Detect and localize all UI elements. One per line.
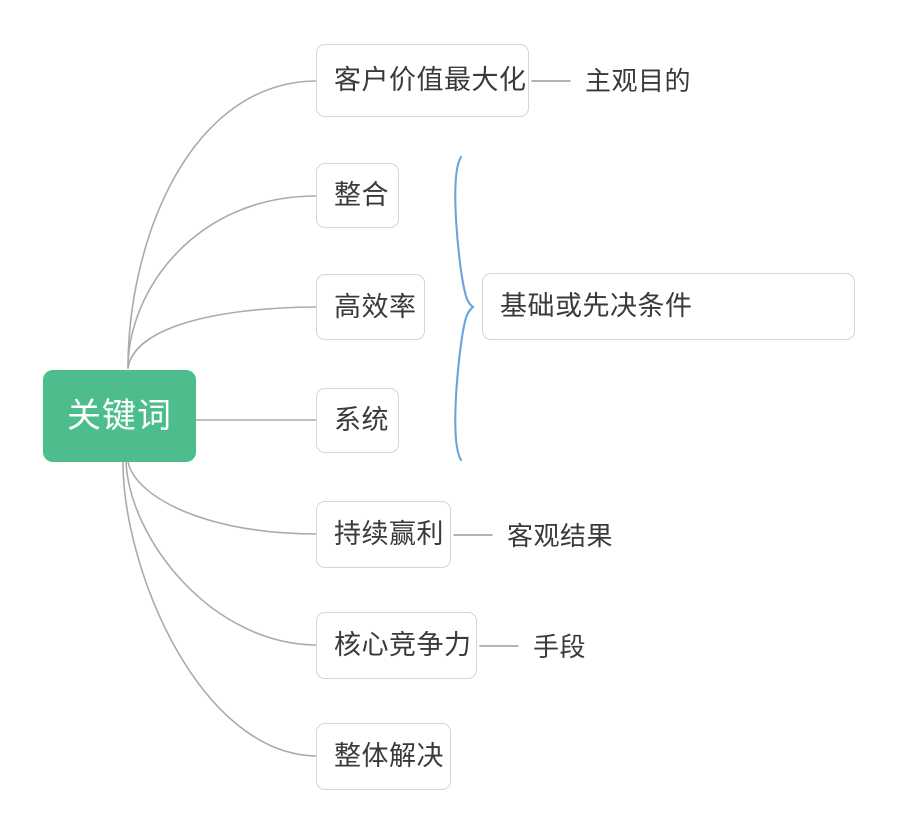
node-高效率[interactable]: 高效率 (316, 274, 425, 340)
node-系统[interactable]: 系统 (316, 388, 399, 453)
annotation-label: 客观结果 (507, 521, 614, 551)
node-label: 整体解决 (334, 741, 444, 771)
root-node-label: 关键词 (67, 397, 172, 435)
annotation-主观目的: 主观目的 (585, 66, 691, 96)
annotation-label: 主观目的 (585, 66, 692, 96)
node-基础或先决条件[interactable]: 基础或先决条件 (482, 273, 855, 340)
annotation-label: 手段 (533, 632, 587, 662)
node-label: 整合 (334, 180, 389, 210)
node-label: 核心竞争力 (334, 630, 472, 660)
annotation-手段: 手段 (533, 632, 586, 662)
node-持续赢利[interactable]: 持续赢利 (316, 501, 451, 568)
branch-to-整合 (127, 195, 317, 369)
node-label: 系统 (334, 405, 389, 435)
branch-to-整体解决 (122, 461, 317, 757)
node-label: 客户价值最大化 (334, 65, 527, 95)
node-整体解决[interactable]: 整体解决 (316, 723, 451, 790)
node-核心竞争力[interactable]: 核心竞争力 (316, 612, 477, 679)
branch-to-核心竞争力 (125, 461, 317, 646)
node-label: 持续赢利 (334, 519, 444, 549)
node-客户价值最大化[interactable]: 客户价值最大化 (316, 44, 529, 117)
root-node[interactable]: 关键词 (43, 370, 196, 462)
node-label: 基础或先决条件 (500, 291, 693, 321)
annotation-客观结果: 客观结果 (507, 521, 613, 551)
node-label: 高效率 (334, 291, 417, 322)
group-brace (454, 155, 475, 462)
node-整合[interactable]: 整合 (316, 163, 399, 228)
branch-to-客户价值最大化 (127, 80, 317, 369)
branch-to-持续赢利 (127, 461, 317, 535)
branch-to-高效率 (127, 306, 317, 369)
